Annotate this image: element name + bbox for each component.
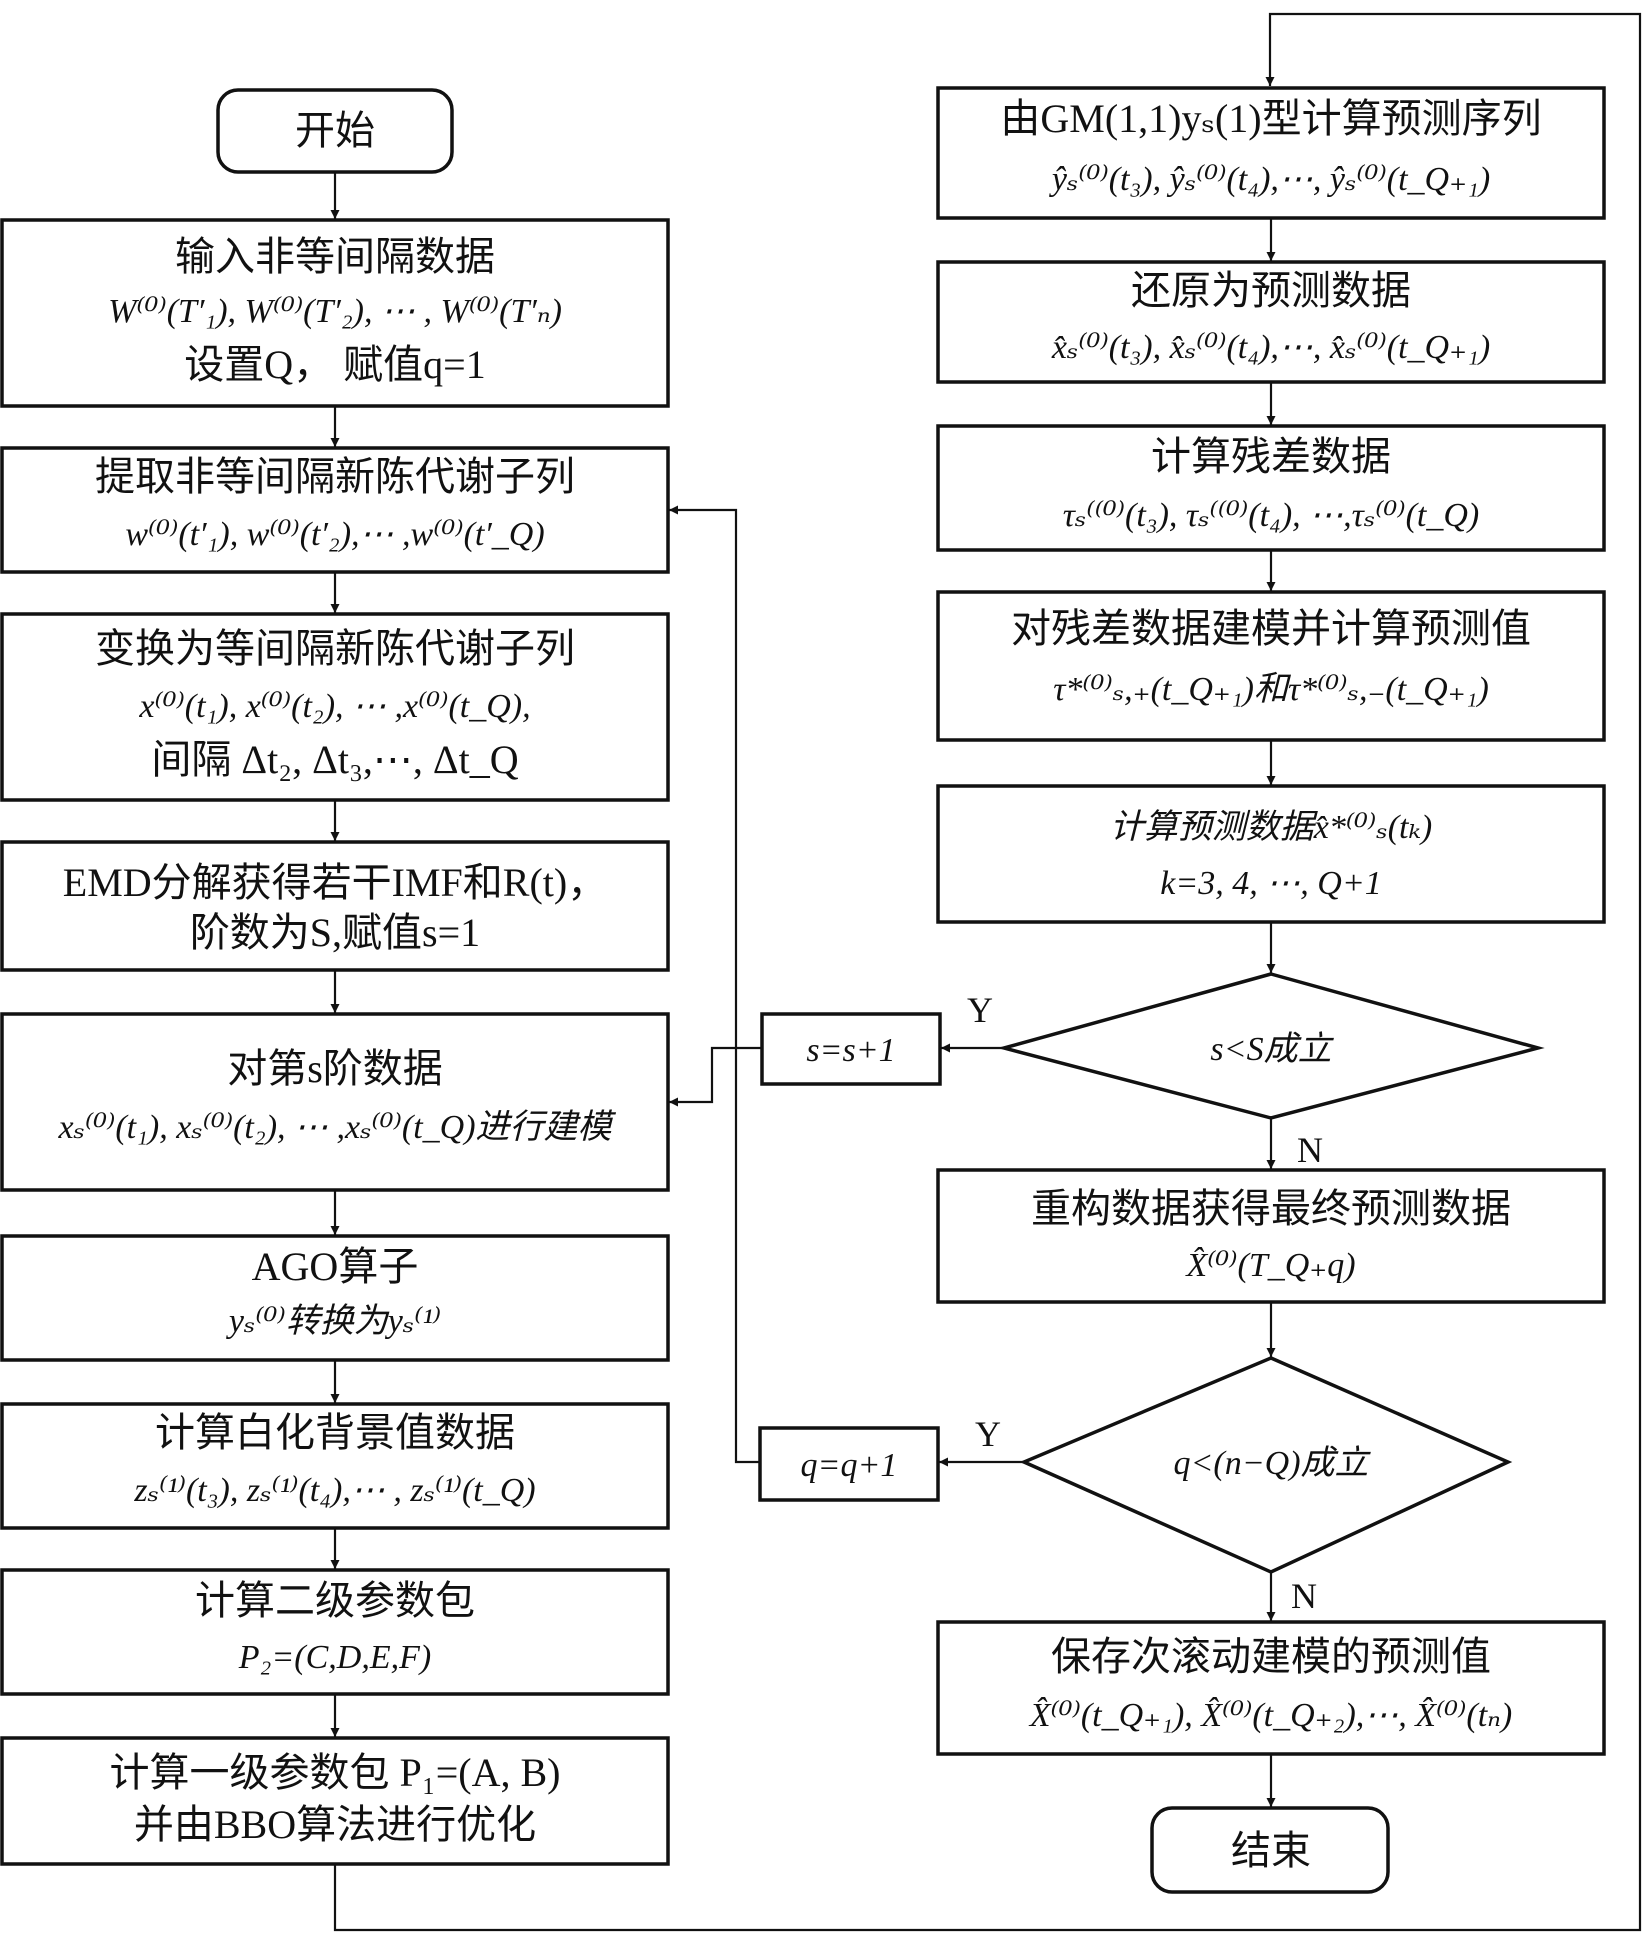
decision-q: q<(n−Q)成立 bbox=[1019, 1356, 1513, 1574]
start-node: 开始 bbox=[216, 88, 454, 174]
save-formula: X̂⁽⁰⁾(t_Q₊₁), X̂⁽⁰⁾(t_Q₊₂),⋯, X̂⁽⁰⁾(tₙ) bbox=[1028, 1697, 1513, 1734]
gm-title: 由GM(1,1)yₛ(1)型计算预测序列 bbox=[1000, 96, 1541, 141]
restore-predict-box: 还原为预测数据 x̂ₛ⁽⁰⁾(t₃), x̂ₛ⁽⁰⁾(t₄),⋯, x̂ₛ⁽⁰⁾… bbox=[936, 260, 1606, 384]
ago-operator-box: AGO算子 yₛ⁽⁰⁾转换为yₛ⁽¹⁾ bbox=[0, 1234, 670, 1362]
s-increment-box: s=s+1 bbox=[760, 1012, 942, 1086]
secondary-parameter-box: 计算二级参数包 P₂=(C,D,E,F) bbox=[0, 1568, 670, 1696]
predict-title: 计算预测数据x̂*⁽⁰⁾ₛ(tₖ) bbox=[1110, 809, 1432, 846]
p1-optimize: 并由BBO算法进行优化 bbox=[134, 1802, 536, 1847]
p1-title: 计算一级参数包 P₁=(A, B) bbox=[110, 1750, 561, 1795]
residual-formula: τₛ⁽⁽⁰⁾(t₃), τₛ⁽⁽⁰⁾(t₄), ⋯,τₛ⁽⁰⁾(t_Q) bbox=[1063, 497, 1480, 534]
end-label: 结束 bbox=[1231, 1828, 1311, 1873]
residual-model-box: 对残差数据建模并计算预测值 τ*⁽⁰⁾ₛ,₊(t_Q₊₁)和τ*⁽⁰⁾ₛ,₋(t… bbox=[936, 590, 1606, 742]
reconstruct-box: 重构数据获得最终预测数据 X̂⁽⁰⁾(T_Q₊q) bbox=[936, 1168, 1606, 1304]
predict-data-box: 计算预测数据x̂*⁽⁰⁾ₛ(tₖ) k=3, 4, ⋯, Q+1 bbox=[936, 784, 1606, 924]
residual-data-box: 计算残差数据 τₛ⁽⁽⁰⁾(t₃), τₛ⁽⁽⁰⁾(t₄), ⋯,τₛ⁽⁰⁾(t… bbox=[936, 424, 1606, 552]
gm-formula: ŷₛ⁽⁰⁾(t₃), ŷₛ⁽⁰⁾(t₄),⋯, ŷₛ⁽⁰⁾(t_Q₊₁) bbox=[1049, 161, 1490, 198]
emd-title: EMD分解获得若干IMF和R(t)， bbox=[63, 860, 607, 905]
extract-formula: w⁽⁰⁾(t′₁), w⁽⁰⁾(t′₂),⋯ ,w⁽⁰⁾(t′_Q) bbox=[125, 516, 544, 553]
reconstruct-formula: X̂⁽⁰⁾(T_Q₊q) bbox=[1184, 1247, 1355, 1284]
decision-s-label: s<S成立 bbox=[1210, 1031, 1334, 1068]
residual-title: 计算残差数据 bbox=[1151, 434, 1391, 479]
model-s-formula: xₛ⁽⁰⁾(t₁), xₛ⁽⁰⁾(t₂), ⋯ ,xₛ⁽⁰⁾(t_Q)进行建模 bbox=[57, 1109, 616, 1146]
start-label: 开始 bbox=[295, 108, 375, 153]
input-data-box: 输入非等间隔数据 W⁽⁰⁾(T′₁), W⁽⁰⁾(T′₂), ⋯ , W⁽⁰⁾(… bbox=[0, 218, 670, 408]
ago-formula: yₛ⁽⁰⁾转换为yₛ⁽¹⁾ bbox=[226, 1303, 441, 1340]
whitening-background-box: 计算白化背景值数据 zₛ⁽¹⁾(t₃), zₛ⁽¹⁾(t₄),⋯ , zₛ⁽¹⁾… bbox=[0, 1402, 670, 1530]
transform-equal-interval-box: 变换为等间隔新陈代谢子列 x⁽⁰⁾(t₁), x⁽⁰⁾(t₂), ⋯ ,x⁽⁰⁾… bbox=[0, 612, 670, 802]
no-label-s: N bbox=[1297, 1130, 1323, 1170]
whiten-title: 计算白化背景值数据 bbox=[155, 1410, 515, 1455]
input-setup: 设置Q， 赋值q=1 bbox=[184, 342, 485, 387]
ago-title: AGO算子 bbox=[252, 1244, 419, 1289]
no-label-q: N bbox=[1291, 1576, 1317, 1616]
transform-interval: 间隔 Δt₂, Δt₃,⋯, Δt_Q bbox=[151, 737, 518, 782]
primary-parameter-box: 计算一级参数包 P₁=(A, B) 并由BBO算法进行优化 bbox=[0, 1736, 670, 1866]
residual-model-formula: τ*⁽⁰⁾ₛ,₊(t_Q₊₁)和τ*⁽⁰⁾ₛ,₋(t_Q₊₁) bbox=[1053, 671, 1489, 708]
extract-title: 提取非等间隔新陈代谢子列 bbox=[95, 454, 575, 499]
emd-order: 阶数为S,赋值s=1 bbox=[190, 910, 480, 955]
q-increment-label: q=q+1 bbox=[801, 1447, 898, 1484]
transform-title: 变换为等间隔新陈代谢子列 bbox=[95, 626, 575, 671]
decision-q-label: q<(n−Q)成立 bbox=[1173, 1445, 1371, 1482]
model-s-title: 对第s阶数据 bbox=[227, 1046, 443, 1091]
yes-label-q: Y bbox=[975, 1414, 1001, 1454]
loop-connector bbox=[333, 12, 1642, 1932]
q-increment-box: q=q+1 bbox=[758, 1426, 940, 1502]
extract-subsequence-box: 提取非等间隔新陈代谢子列 w⁽⁰⁾(t′₁), w⁽⁰⁾(t′₂),⋯ ,w⁽⁰… bbox=[0, 446, 670, 574]
end-node: 结束 bbox=[1150, 1806, 1390, 1894]
input-title: 输入非等间隔数据 bbox=[175, 234, 495, 279]
gm-predict-box: 由GM(1,1)yₛ(1)型计算预测序列 ŷₛ⁽⁰⁾(t₃), ŷₛ⁽⁰⁾(t₄… bbox=[936, 86, 1606, 220]
p2-formula: P₂=(C,D,E,F) bbox=[238, 1639, 431, 1676]
q-loop-connector bbox=[669, 505, 760, 1464]
save-predict-box: 保存次滚动建模的预测值 X̂⁽⁰⁾(t_Q₊₁), X̂⁽⁰⁾(t_Q₊₂),⋯… bbox=[936, 1620, 1606, 1756]
restore-title: 还原为预测数据 bbox=[1131, 268, 1411, 313]
yes-label-s: Y bbox=[967, 990, 993, 1030]
transform-formula: x⁽⁰⁾(t₁), x⁽⁰⁾(t₂), ⋯ ,x⁽⁰⁾(t_Q), bbox=[138, 688, 530, 725]
s-loop-connector bbox=[669, 1046, 762, 1107]
s-increment-label: s=s+1 bbox=[806, 1032, 895, 1069]
model-order-s-box: 对第s阶数据 xₛ⁽⁰⁾(t₁), xₛ⁽⁰⁾(t₂), ⋯ ,xₛ⁽⁰⁾(t_… bbox=[0, 1012, 670, 1192]
predict-range: k=3, 4, ⋯, Q+1 bbox=[1160, 865, 1382, 902]
whiten-formula: zₛ⁽¹⁾(t₃), zₛ⁽¹⁾(t₄),⋯ , zₛ⁽¹⁾(t_Q) bbox=[133, 1472, 535, 1509]
decision-s: s<S成立 bbox=[997, 972, 1545, 1120]
input-formula: W⁽⁰⁾(T′₁), W⁽⁰⁾(T′₂), ⋯ , W⁽⁰⁾(T′ₙ) bbox=[108, 293, 562, 330]
reconstruct-title: 重构数据获得最终预测数据 bbox=[1031, 1186, 1511, 1231]
emd-decomposition-box: EMD分解获得若干IMF和R(t)， 阶数为S,赋值s=1 bbox=[0, 840, 670, 972]
restore-formula: x̂ₛ⁽⁰⁾(t₃), x̂ₛ⁽⁰⁾(t₄),⋯, x̂ₛ⁽⁰⁾(t_Q₊₁) bbox=[1051, 329, 1490, 366]
residual-model-title: 对残差数据建模并计算预测值 bbox=[1011, 606, 1531, 651]
p2-title: 计算二级参数包 bbox=[195, 1578, 475, 1623]
save-title: 保存次滚动建模的预测值 bbox=[1051, 1634, 1491, 1679]
